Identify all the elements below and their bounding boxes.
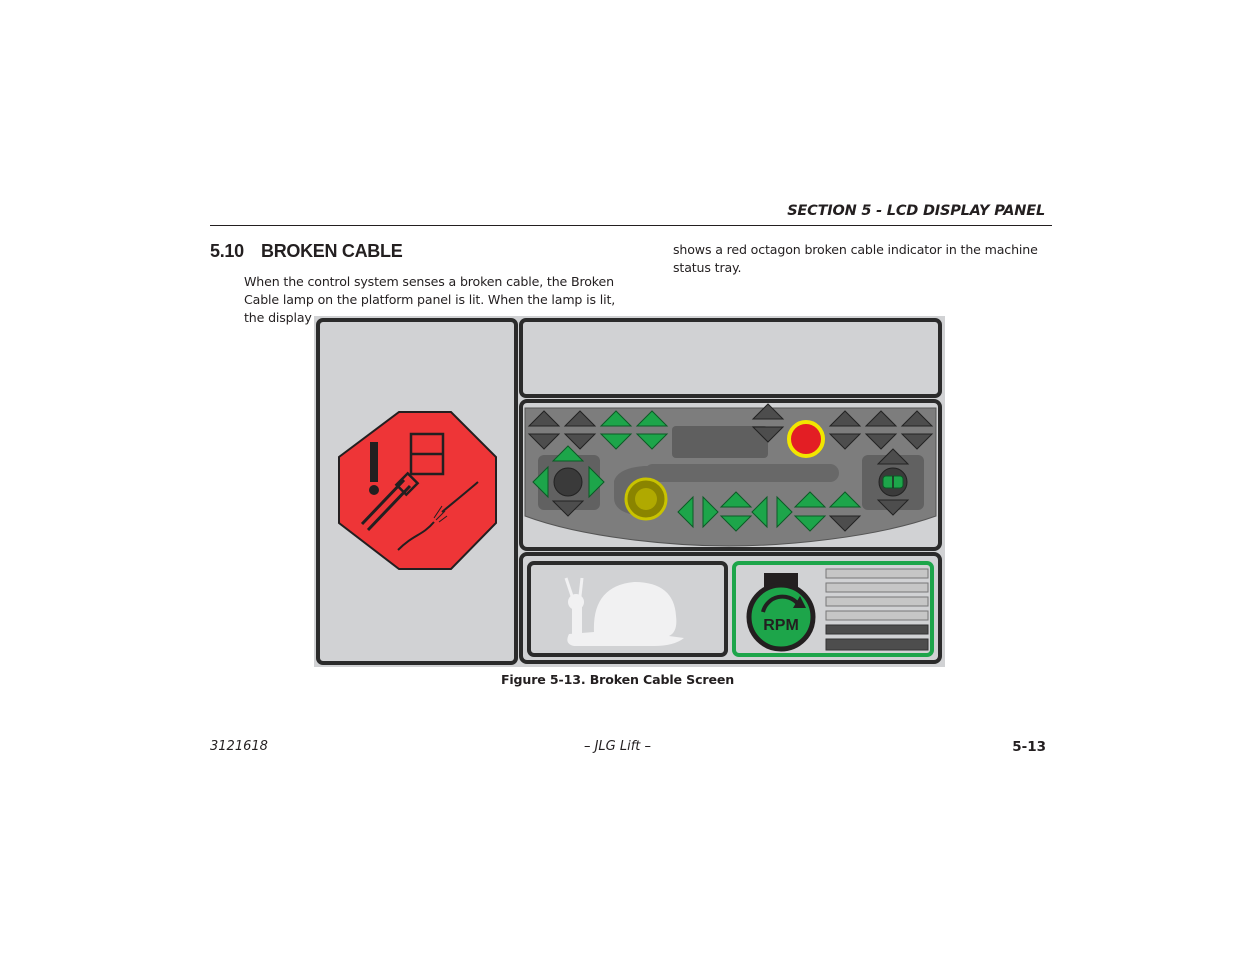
section-header: SECTION 5 - LCD DISPLAY PANEL bbox=[210, 203, 1052, 226]
rpm-engine-icon: RPM bbox=[746, 573, 816, 652]
publisher: – JLG Lift – bbox=[583, 739, 652, 754]
lcd-screen-illustration: RPM bbox=[314, 316, 945, 667]
message-bar bbox=[519, 318, 942, 398]
page-number: 5-13 bbox=[1012, 739, 1046, 755]
heading-number: 5.10 bbox=[210, 241, 244, 261]
body-paragraph-right: shows a red octagon broken cable indicat… bbox=[673, 242, 1038, 275]
platform-control-panel bbox=[519, 399, 942, 551]
body-paragraph-left: When the control system senses a broken … bbox=[244, 274, 616, 325]
rpm-level-bars bbox=[825, 568, 929, 651]
broken-cable-octagon-icon bbox=[338, 411, 497, 570]
section-title: SECTION 5 - LCD DISPLAY PANEL bbox=[787, 203, 1045, 219]
red-status-light-icon bbox=[787, 420, 825, 458]
doc-number: 3121618 bbox=[210, 739, 268, 754]
joystick-icon bbox=[532, 445, 605, 517]
rpm-label: RPM bbox=[763, 617, 799, 634]
figure-caption: Figure 5-13. Broken Cable Screen bbox=[500, 672, 735, 687]
broken-cable-screen-figure: RPM bbox=[314, 316, 945, 667]
section-heading: 5.10 BROKEN CABLE bbox=[210, 241, 403, 262]
turtle-snail-icon bbox=[564, 577, 684, 646]
heading-title: BROKEN CABLE bbox=[261, 241, 403, 261]
